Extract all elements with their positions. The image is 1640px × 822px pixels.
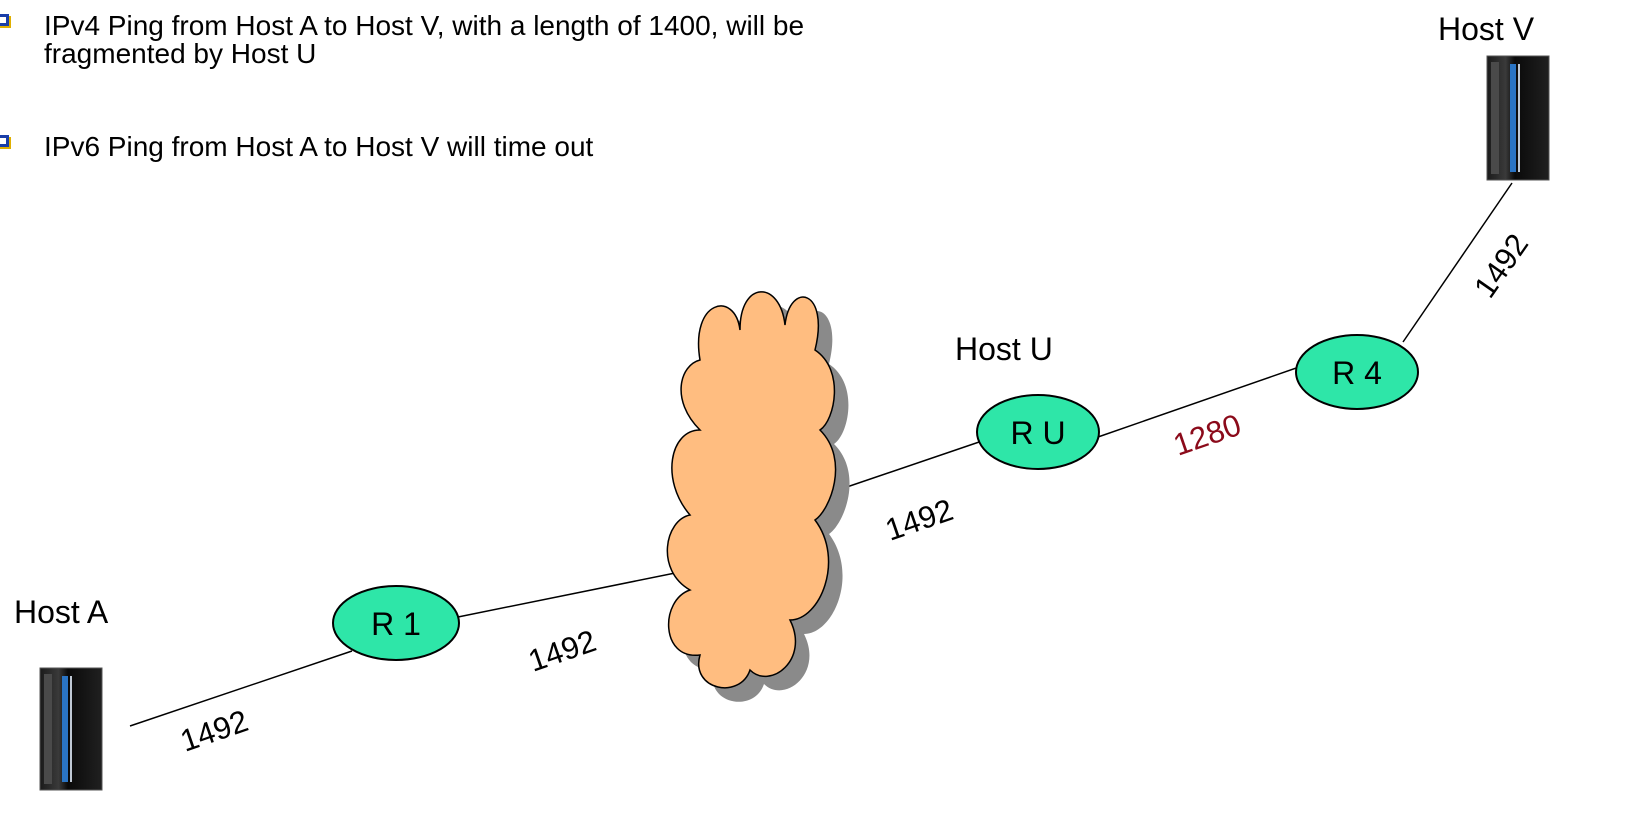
host-v-label: Host V — [1438, 11, 1535, 47]
mtu-label-hosta-r1: 1492 — [176, 703, 253, 759]
square-bullet-icon — [0, 135, 9, 147]
mtu-label-cloud-ru: 1492 — [881, 492, 958, 548]
router-r1-label: R 1 — [371, 606, 421, 642]
bullet-list: IPv4 Ping from Host A to Host V, with a … — [0, 0, 1100, 200]
host-a-label: Host A — [14, 594, 109, 630]
router-r4: R 4 — [1295, 334, 1419, 410]
link-r4-hostv — [1402, 182, 1513, 343]
link-r1-cloud — [457, 569, 691, 618]
mtu-label-r4-hostv: 1492 — [1467, 227, 1535, 304]
link-ru-r4 — [1097, 365, 1303, 438]
router-r1: R 1 — [332, 585, 460, 661]
square-bullet-icon — [0, 14, 9, 26]
router-ru: R U — [976, 394, 1100, 470]
mtu-label-ru-r4: 1280 — [1169, 407, 1246, 463]
server-icon-host-a — [39, 667, 103, 791]
router-r4-label: R 4 — [1332, 355, 1382, 391]
server-icon-host-v — [1486, 55, 1550, 181]
mtu-label-r1-cloud: 1492 — [524, 623, 601, 679]
link-cloud-ru — [837, 439, 986, 491]
host-u-label: Host U — [955, 331, 1053, 367]
link-hosta-r1 — [129, 650, 353, 727]
bullet-text-ipv6: IPv6 Ping from Host A to Host V will tim… — [44, 131, 594, 162]
bullet-text-ipv4: IPv4 Ping from Host A to Host V, with a … — [44, 10, 805, 69]
network-cloud — [666, 291, 837, 689]
router-ru-label: R U — [1010, 415, 1065, 451]
